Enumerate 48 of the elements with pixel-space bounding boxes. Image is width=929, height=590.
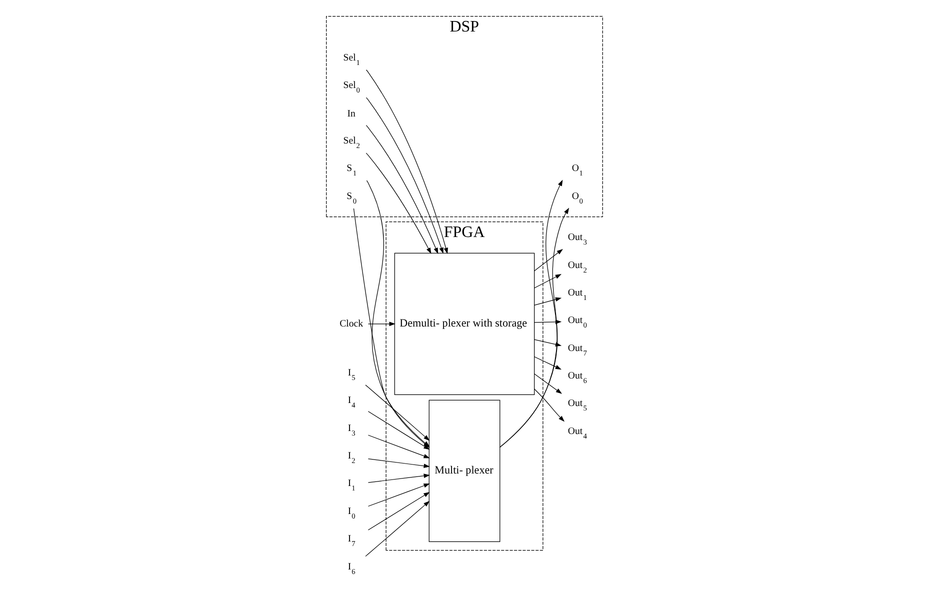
arrow <box>368 492 430 530</box>
node-text: I$_{7}$ <box>348 534 356 548</box>
node-text: I$_{5}$ <box>348 367 356 382</box>
node-text: Sel$_{2}$ <box>343 136 360 150</box>
node-text: Out$_{0}$ <box>568 315 587 330</box>
node-text: I$_{6}$ <box>348 561 356 576</box>
arrow <box>366 124 438 254</box>
node-text: I$_{3}$ <box>348 422 356 438</box>
arrow <box>534 248 563 272</box>
arrow <box>500 180 563 448</box>
arrow <box>534 374 562 394</box>
arrow <box>534 320 562 324</box>
node-text: Out$_{2}$ <box>568 260 587 274</box>
node-text: I$_{2}$ <box>348 450 356 466</box>
arrow <box>500 208 570 448</box>
node-text: Out$_{6}$ <box>568 370 587 386</box>
arrow <box>365 500 430 557</box>
arrow <box>366 152 432 254</box>
arrow <box>368 458 430 468</box>
node-text: O$_{1}$ <box>572 163 583 178</box>
node-text: Clock <box>340 318 364 330</box>
node-text: I$_{1}$ <box>348 478 356 493</box>
node-text: Sel$_{0}$ <box>343 80 360 95</box>
arrow <box>534 388 565 422</box>
node-text: Out$_{1}$ <box>568 287 587 302</box>
arrow <box>534 339 562 346</box>
arrow <box>534 297 562 306</box>
arrow <box>365 384 430 441</box>
arrow <box>534 274 562 288</box>
node-text: Out$_{3}$ <box>568 232 587 247</box>
node-text: I$_{0}$ <box>348 506 356 520</box>
node-text: In <box>347 108 356 120</box>
node-box: Demulti- plexer with storage <box>394 252 535 395</box>
arrow <box>534 356 562 370</box>
node-box: Multi- plexer <box>428 400 500 542</box>
node-text: Out$_{4}$ <box>568 426 587 440</box>
node-text: S$_{0}$ <box>346 190 357 206</box>
arrow <box>366 97 444 254</box>
node-text: S$_{1}$ <box>346 163 357 178</box>
node-text: I$_{4}$ <box>348 395 356 410</box>
arrow <box>368 484 430 507</box>
node-text: O$_{0}$ <box>572 190 583 206</box>
node-text: Out$_{5}$ <box>568 398 587 413</box>
node-text: Out$_{7}$ <box>568 342 587 358</box>
node-text: Sel$_{1}$ <box>343 52 360 67</box>
arrow <box>366 70 448 254</box>
arrow <box>368 322 396 326</box>
arrow <box>368 474 430 483</box>
